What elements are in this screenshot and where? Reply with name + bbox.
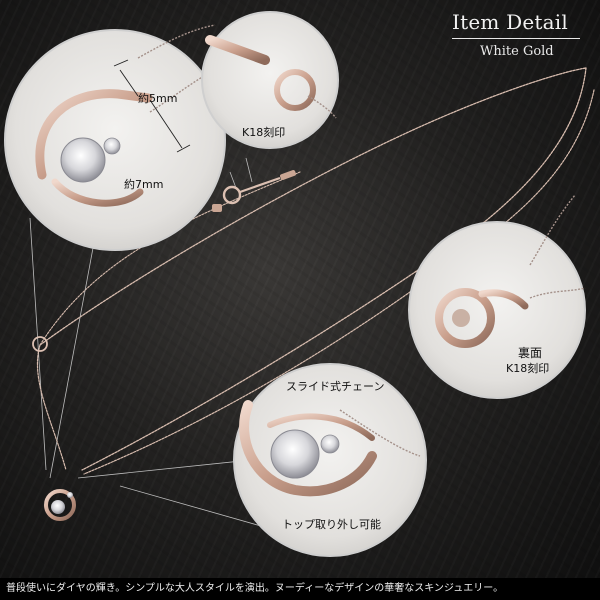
- lens-back-side: [408, 194, 586, 399]
- label-top-removable: トップ取り外し可能: [282, 518, 381, 531]
- header-divider: [452, 38, 580, 39]
- item-detail-header: Item Detail White Gold: [452, 10, 592, 59]
- label-size-5mm: 約5mm: [138, 92, 178, 105]
- label-slide-chain: スライド式チェーン: [286, 380, 385, 393]
- lens-clasp-stamp: [201, 11, 339, 149]
- label-size-7mm: 約7mm: [124, 178, 164, 191]
- header-title: Item Detail: [452, 10, 568, 34]
- label-clasp-stamp: K18刻印: [242, 126, 286, 139]
- slide-ring: [32, 336, 48, 352]
- label-back-stamp: K18刻印: [506, 362, 550, 375]
- label-back-side: 裏面: [518, 346, 543, 360]
- header-subtitle: White Gold: [480, 44, 554, 59]
- lens-slide-chain: [233, 363, 427, 557]
- lens-pendant-size: [4, 24, 226, 251]
- pendant-small: [44, 489, 76, 521]
- product-caption: 普段使いにダイヤの輝き。シンプルな大人スタイルを演出。ヌーディーなデザインの華奢…: [0, 578, 600, 600]
- chain-clasp: [212, 170, 296, 212]
